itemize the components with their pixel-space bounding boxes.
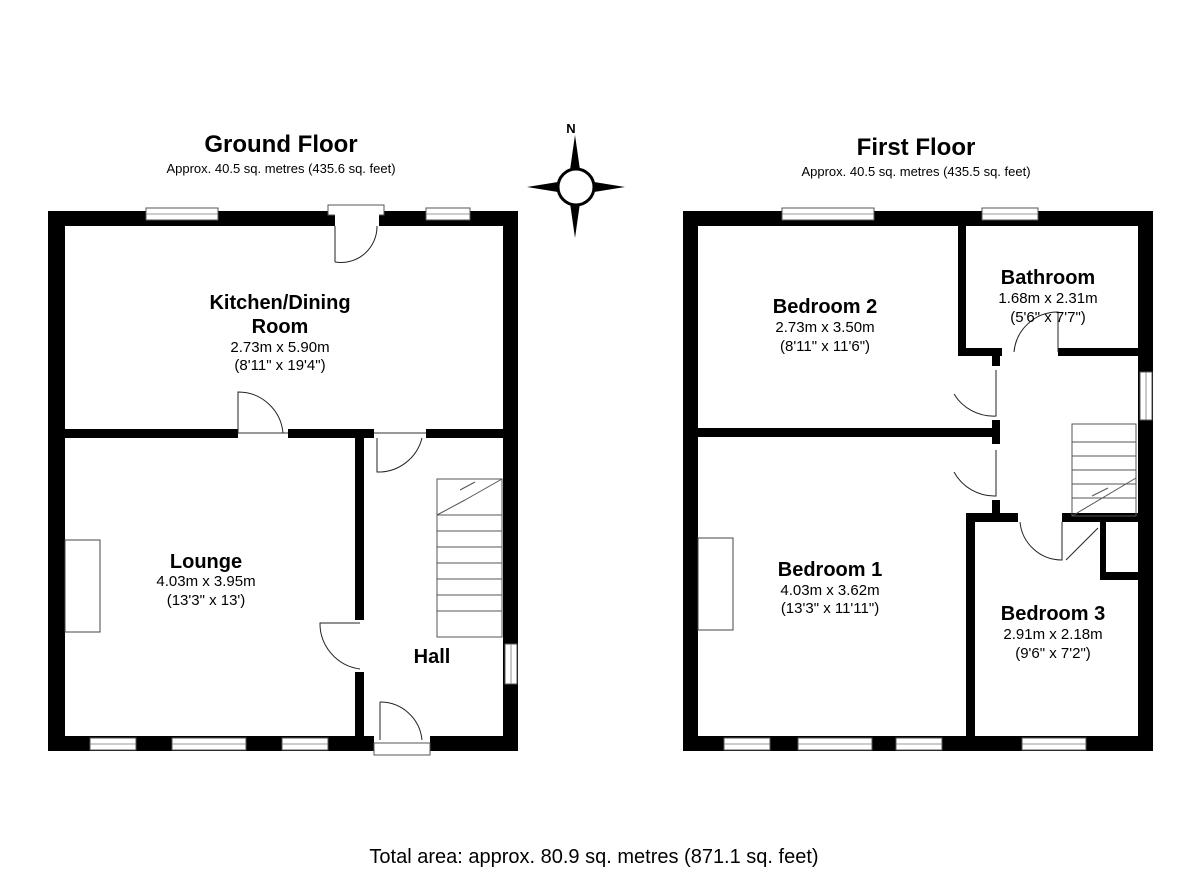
room-dim-bathroom-metric: 1.68m x 2.31m (998, 290, 1097, 307)
gf-wall-lounge-hall-2 (355, 672, 364, 736)
gf-window-lounge-3 (281, 737, 329, 751)
compass-north-label: N (566, 121, 575, 136)
room-name-kitchen-line2: Room (252, 316, 309, 338)
ff-wall-left (683, 211, 698, 751)
ff-window-bedroom1-3 (895, 737, 943, 751)
gf-wall-lounge-hall (355, 438, 364, 620)
room-name-bedroom1: Bedroom 1 (778, 559, 882, 581)
gf-staircase (436, 478, 503, 638)
ff-wall-landing-stub-1 (992, 356, 1000, 366)
gf-wall-kitchen-lounge (65, 429, 238, 438)
gf-window-kitchen-2 (425, 207, 471, 221)
ff-wall-landing-stub-2 (992, 420, 1000, 444)
gf-wall-right (503, 211, 518, 751)
gf-back-door (327, 204, 385, 263)
gf-window-lounge-1 (89, 737, 137, 751)
ff-wall-landing-stub-3 (992, 500, 1000, 516)
ff-window-bedroom2 (781, 207, 875, 221)
room-name-lounge: Lounge (170, 551, 242, 573)
total-area: Total area: approx. 80.9 sq. metres (871… (369, 846, 818, 868)
ff-wall-bathroom-bottom-1 (958, 348, 1002, 356)
room-name-bathroom: Bathroom (1001, 267, 1095, 289)
ground-floor-plan: Ground Floor Approx. 40.5 sq. metres (43… (48, 131, 518, 756)
room-dim-bedroom3-metric: 2.91m x 2.18m (1003, 626, 1102, 643)
room-dim-kitchen-metric: 2.73m x 5.90m (230, 339, 329, 356)
room-name-bedroom3: Bedroom 3 (1001, 603, 1105, 625)
ff-cupboard-wall (1100, 522, 1106, 580)
ff-wall-bed3-left (966, 513, 975, 736)
ff-cupboard-wall-2 (1100, 572, 1138, 580)
ff-wall-bathroom-left (958, 226, 966, 356)
room-dim-bathroom-imperial: (5'6" x 7'7") (1010, 309, 1086, 326)
ff-door-bedroom3 (1019, 521, 1099, 561)
room-dim-bedroom2-imperial: (8'11" x 11'6") (780, 338, 870, 355)
room-dim-lounge-imperial: (13'3" x 13') (167, 592, 246, 609)
ff-door-bathroom (1013, 311, 1059, 353)
room-dim-bedroom1-metric: 4.03m x 3.62m (780, 582, 879, 599)
room-name-kitchen: Kitchen/Dining (209, 292, 350, 314)
room-dim-kitchen-imperial: (8'11" x 19'4") (234, 357, 325, 374)
ff-wall-bed2-bed1 (698, 428, 1000, 437)
ff-wall-bathroom-bottom-2 (1058, 348, 1138, 356)
gf-chimney-breast (64, 539, 101, 633)
gf-wall-kitchen-hall-2 (426, 429, 503, 438)
gf-door-kitchen-hall (374, 432, 426, 473)
room-dim-bedroom1-imperial: (13'3" x 11'11") (781, 600, 879, 617)
gf-door-kitchen-lounge (237, 391, 288, 434)
first-floor-title: First Floor (857, 134, 976, 161)
ground-floor-title: Ground Floor (204, 131, 357, 158)
gf-wall-kitchen-hall (288, 429, 374, 438)
ff-window-bedroom1-1 (723, 737, 771, 751)
ff-wall-right (1138, 211, 1153, 751)
room-name-bedroom2: Bedroom 2 (773, 296, 877, 318)
ff-door-bedroom2 (953, 370, 997, 417)
ff-window-landing (1139, 371, 1153, 421)
room-dim-bedroom3-imperial: (9'6" x 7'2") (1015, 645, 1091, 662)
ff-staircase (1071, 423, 1137, 517)
first-floor-plan: First Floor Approx. 40.5 sq. metres (435… (683, 134, 1153, 751)
ff-window-bedroom3 (1021, 737, 1087, 751)
ff-window-bedroom1-2 (797, 737, 873, 751)
room-dim-bedroom2-metric: 2.73m x 3.50m (775, 319, 874, 336)
gf-wall-left (48, 211, 65, 751)
ff-chimney-breast (697, 537, 734, 631)
ff-wall-bed3-top-2 (1062, 513, 1138, 522)
ff-wall-top (683, 211, 1153, 226)
gf-window-lounge-2 (171, 737, 247, 751)
first-floor-area: Approx. 40.5 sq. metres (435.5 sq. feet) (801, 164, 1030, 179)
gf-window-kitchen-1 (145, 207, 219, 221)
gf-window-hall (504, 643, 518, 685)
room-name-hall: Hall (414, 646, 451, 668)
ff-wall-bed3-top-1 (966, 513, 1018, 522)
ground-floor-area: Approx. 40.5 sq. metres (435.6 sq. feet) (166, 161, 395, 176)
gf-door-lounge-hall (319, 622, 361, 670)
compass-icon: N (527, 121, 625, 238)
ff-window-bathroom (981, 207, 1039, 221)
room-dim-lounge-metric: 4.03m x 3.95m (156, 573, 255, 590)
gf-front-door (373, 701, 431, 756)
ff-door-bedroom1 (953, 450, 997, 497)
